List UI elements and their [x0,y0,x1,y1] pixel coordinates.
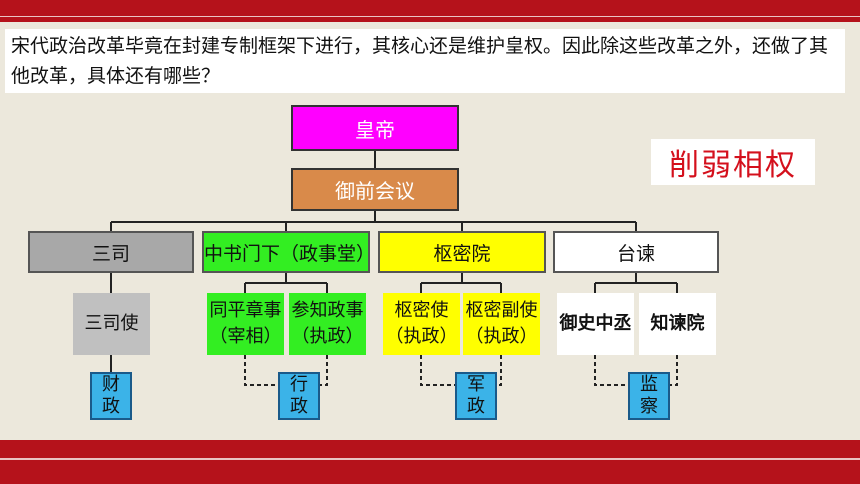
department-zhongshu: 中书门下（政事堂） [202,231,375,273]
power-military: 军政 [455,372,497,420]
question-text: 宋代政治改革毕竟在封建专制框架下进行，其核心还是维护皇权。因此除这些改革之外，还… [5,29,845,93]
top-banner [0,0,860,22]
department-shumiyuan: 枢密院 [378,231,546,273]
official-box: 参知政事 （执政） [289,293,366,355]
power-finance: 财政 [90,372,132,420]
official-title: 三司使 [84,313,139,334]
imperial-council-box: 御前会议 [291,168,459,211]
official-title: 知谏院 [650,313,705,334]
official-box: 同平章事 （宰相） [207,293,284,355]
official-title: 参知政事 [291,300,364,321]
official-title: 同平章事 [209,300,282,321]
official-subtitle: （宰相） [209,326,282,347]
official-box: 枢密副使 （执政） [463,293,540,355]
department-sansi: 三司 [28,231,194,273]
emperor-box: 皇帝 [291,105,459,151]
slogan-label: 削弱相权 [651,139,815,185]
official-subtitle: （执政） [291,326,364,347]
power-supervision: 监察 [628,372,670,420]
official-box: 枢密使 （执政） [383,293,460,355]
official-title: 御史中丞 [559,313,632,334]
department-taijian: 台谏 [553,231,719,273]
official-subtitle: （执政） [385,326,458,347]
official-subtitle: （执政） [465,326,538,347]
bottom-banner [0,440,860,484]
official-title: 枢密副使 [465,300,538,321]
official-title: 枢密使 [394,300,449,321]
official-box: 三司使 [73,293,150,355]
official-box: 知谏院 [639,293,716,355]
official-box: 御史中丞 [557,293,634,355]
power-administration: 行政 [278,372,320,420]
